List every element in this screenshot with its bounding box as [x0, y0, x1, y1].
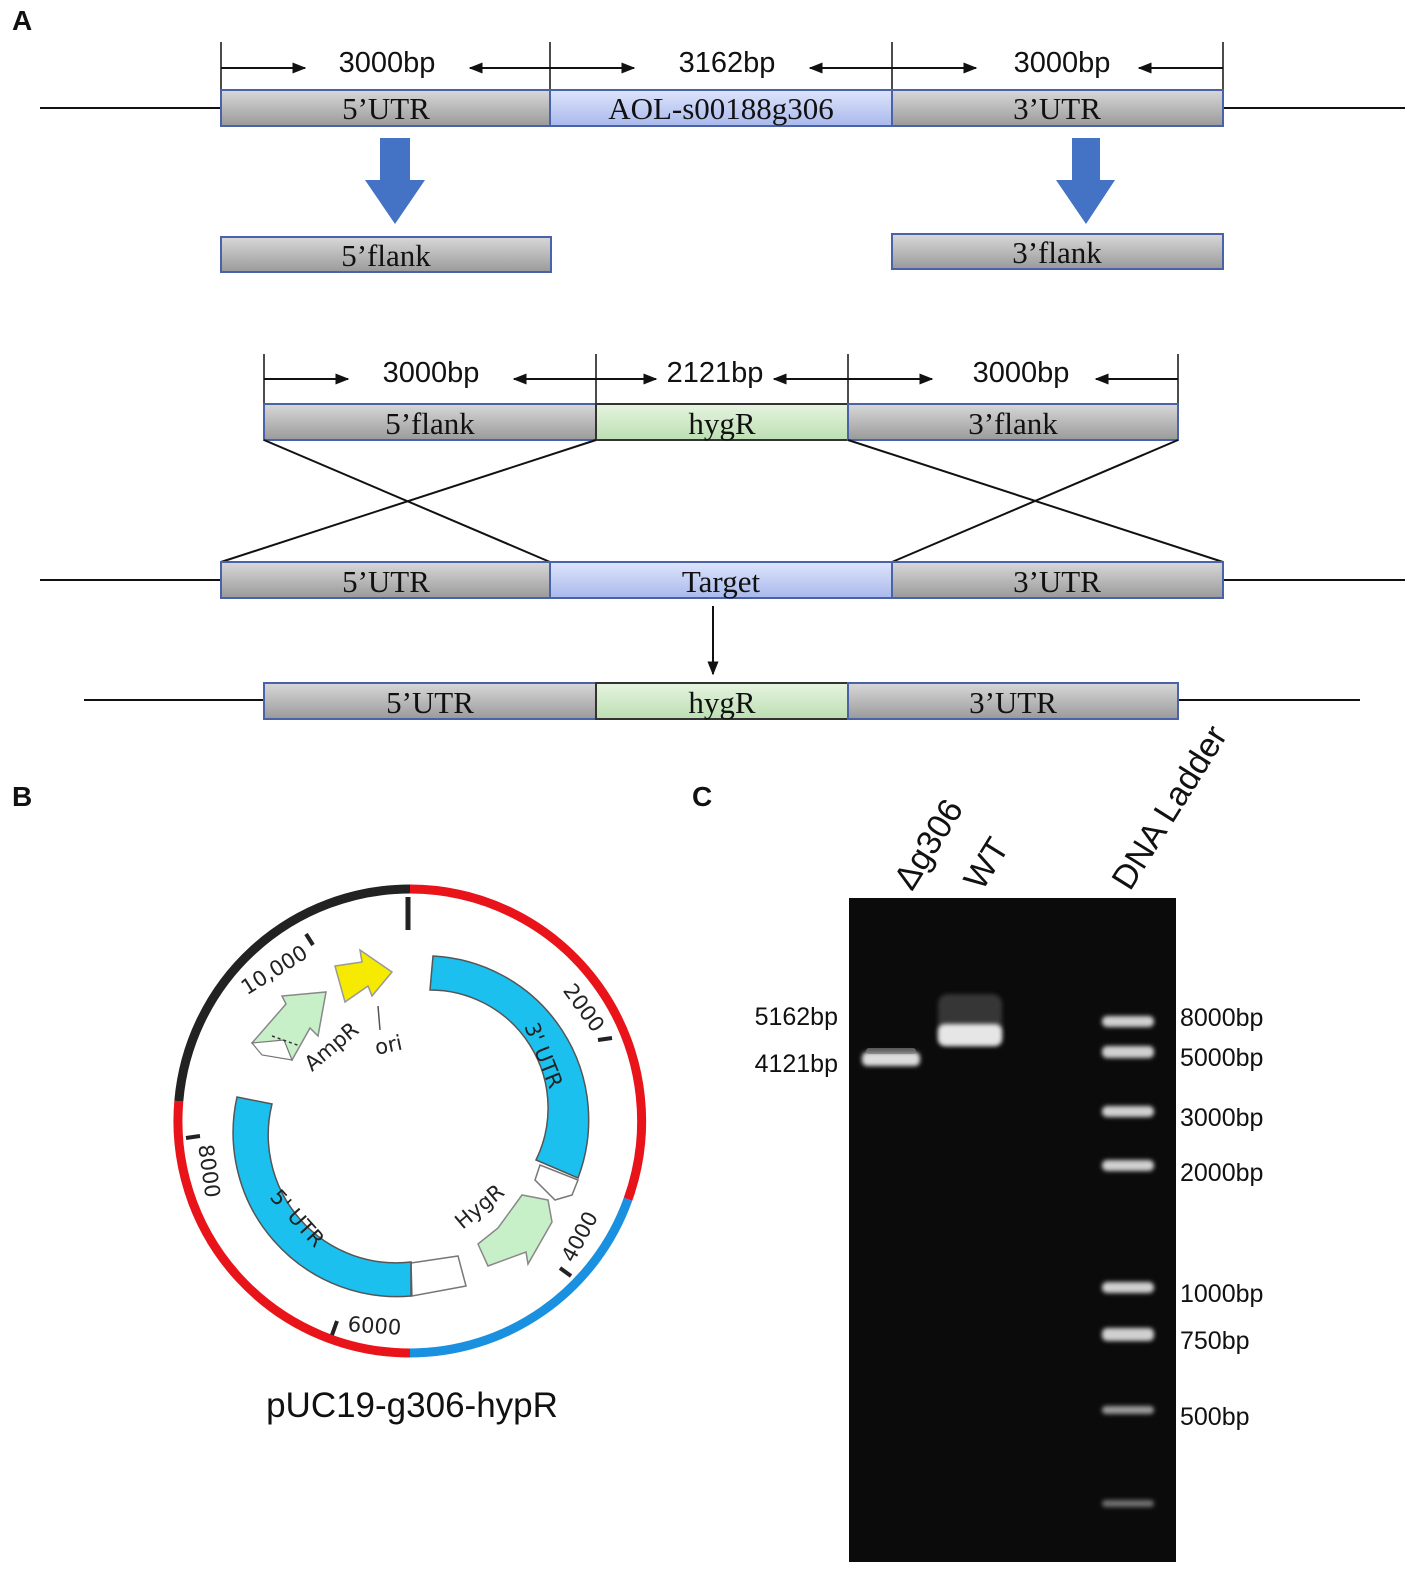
- ladder-label-2000: 2000bp: [1180, 1159, 1263, 1187]
- plasmid-ori-label: ori: [373, 1031, 405, 1060]
- ladder-label-3000: 3000bp: [1180, 1104, 1263, 1132]
- flank-5-box: [220, 236, 552, 273]
- plasmid-tick-8000: 8000: [193, 1143, 224, 1199]
- gel-lane-ladder: DNA Ladder: [1105, 719, 1235, 896]
- wt-size-gene: 3162bp: [679, 47, 776, 79]
- panel-b-letter: B: [12, 781, 32, 812]
- flank-3-label: 3’flank: [1012, 235, 1102, 270]
- wt-size-3utr: 3000bp: [1014, 47, 1111, 79]
- gel-band-mutant: [862, 1048, 920, 1066]
- cassette: [263, 354, 1179, 441]
- down-arrow-icon: [365, 138, 425, 224]
- cassette-seg-3flank: 3’flank: [968, 406, 1058, 441]
- gel-lane-wt: WT: [957, 831, 1017, 896]
- cassette-seg-hygr: hygR: [688, 406, 756, 441]
- ladder-label-750: 750bp: [1180, 1327, 1250, 1355]
- mutant-seg-5utr: 5’UTR: [386, 685, 474, 720]
- cassette-seg-5flank: 5’flank: [385, 406, 475, 441]
- wt-seg-gene: AOL-s00188g306: [608, 91, 834, 126]
- cassette-size-5flank: 3000bp: [383, 357, 480, 389]
- wildtype-locus: [40, 42, 1405, 127]
- mutant-locus: [84, 682, 1360, 720]
- down-arrow-icon: [1056, 138, 1115, 224]
- panel-a-letter: A: [12, 5, 32, 36]
- gel-ladder-bands: [1102, 1016, 1154, 1507]
- genome-locus: [40, 561, 1405, 599]
- gel-size-mutant: 4121bp: [755, 1050, 838, 1078]
- cassette-size-hygr: 2121bp: [667, 357, 764, 389]
- ladder-label-1000: 1000bp: [1180, 1280, 1263, 1308]
- panel-c-letter: C: [692, 781, 712, 812]
- crossover-lines: [220, 439, 1224, 563]
- genome-seg-3utr: 3’UTR: [1013, 564, 1101, 599]
- mutant-seg-hygr: hygR: [688, 685, 756, 720]
- ladder-label-500: 500bp: [1180, 1403, 1250, 1431]
- plasmid-map: [173, 884, 647, 1358]
- flank-3-box: [891, 233, 1224, 270]
- wt-seg-5utr: 5’UTR: [342, 91, 430, 126]
- ladder-label-5000: 5000bp: [1180, 1044, 1263, 1072]
- ladder-label-8000: 8000bp: [1180, 1004, 1263, 1032]
- gel-lane-mutant: Δg306: [887, 793, 971, 897]
- cassette-size-3flank: 3000bp: [973, 357, 1070, 389]
- genome-seg-target: Target: [682, 564, 761, 599]
- plasmid-name: pUC19-g306-hypR: [266, 1386, 558, 1425]
- wt-seg-3utr: 3’UTR: [1013, 91, 1101, 126]
- gel-band-wt: [938, 994, 1002, 1046]
- plasmid-tick-6000: 6000: [347, 1312, 402, 1340]
- genome-seg-5utr: 5’UTR: [342, 564, 430, 599]
- gel-image: [849, 898, 1176, 1562]
- flank-5-label: 5’flank: [341, 238, 431, 273]
- gel-size-wt: 5162bp: [755, 1003, 838, 1031]
- wt-size-5utr: 3000bp: [339, 47, 436, 79]
- mutant-seg-3utr: 3’UTR: [969, 685, 1057, 720]
